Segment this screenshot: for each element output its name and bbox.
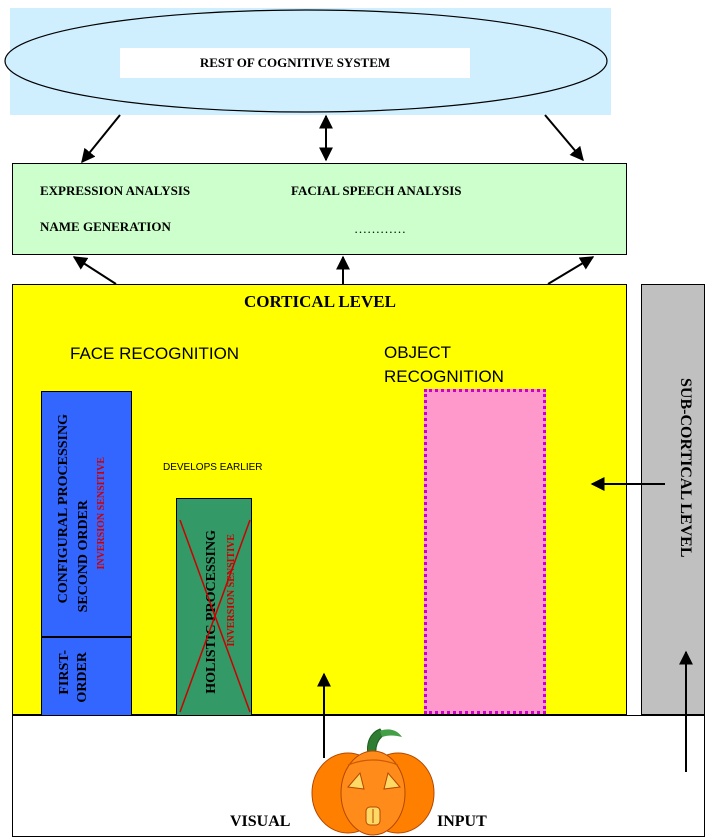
sub-cortical-level-box (641, 284, 705, 715)
expression-analysis-label: EXPRESSION ANALYSIS (40, 183, 191, 198)
object-recognition-label-line1: OBJECT (384, 343, 452, 362)
facial-speech-analysis-label: FACIAL SPEECH ANALYSIS (291, 183, 462, 198)
visual-label: VISUAL (230, 813, 291, 830)
first-order-box (41, 637, 132, 716)
input-label: INPUT (437, 813, 487, 830)
name-generation-label: NAME GENERATION (40, 219, 171, 234)
object-recognition-label-line2: RECOGNITION (384, 367, 504, 386)
develops-earlier-label: DEVELOPS EARLIER (163, 462, 263, 473)
arrow-cognitive-to-expression (81, 114, 121, 164)
configural-processing-box (41, 391, 132, 637)
face-recognition-label: FACE RECOGNITION (70, 344, 240, 363)
sub-cortical-level-title: SUB-CORTICAL LEVEL (677, 378, 694, 558)
cortical-level-title: CORTICAL LEVEL (244, 292, 396, 311)
ellipsis-label: ………… (354, 221, 406, 236)
object-recognition-box (424, 389, 546, 714)
analysis-box (12, 163, 627, 255)
arrow-cognitive-to-right (544, 114, 584, 162)
arrow-cortical-to-right (547, 256, 595, 285)
holistic-processing-box (176, 498, 252, 716)
cognitive-system-label: REST OF COGNITIVE SYSTEM (120, 48, 470, 78)
arrow-cortical-to-expression (72, 256, 117, 285)
pumpkin-icon (311, 728, 435, 836)
